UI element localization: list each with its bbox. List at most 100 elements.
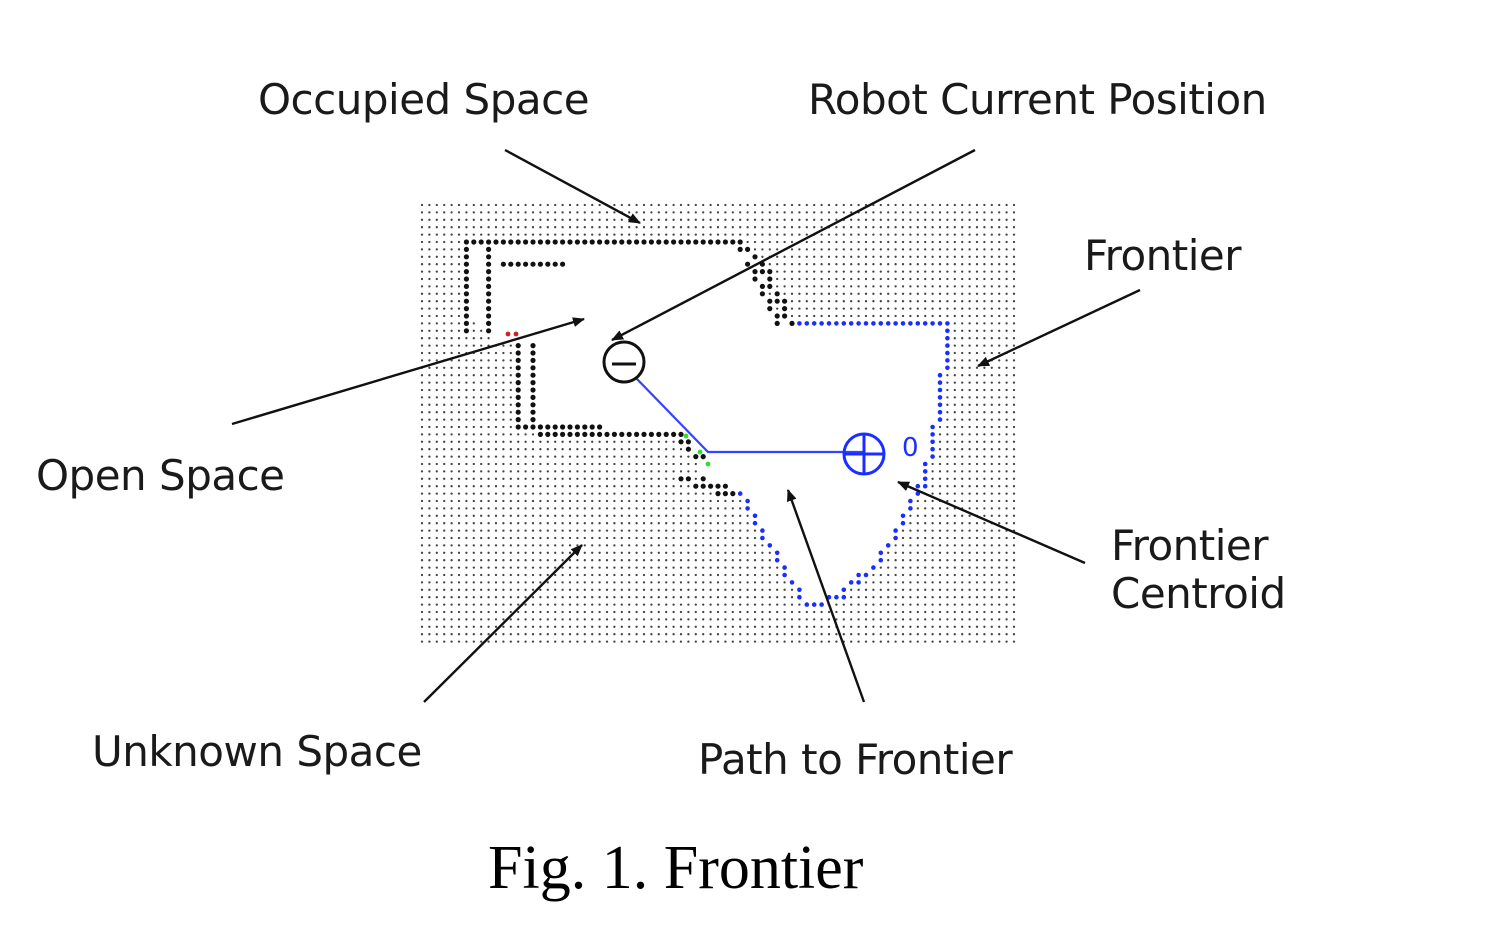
unknown-cell bbox=[827, 203, 831, 207]
unknown-cell bbox=[961, 603, 964, 606]
unknown-cell bbox=[901, 211, 905, 214]
unknown-cell bbox=[465, 448, 468, 451]
unknown-cell bbox=[679, 551, 683, 554]
unknown-cell bbox=[975, 248, 979, 251]
path-to-frontier-label: Path to Frontier bbox=[698, 735, 1013, 784]
unknown-cell bbox=[561, 226, 564, 229]
unknown-cell bbox=[679, 588, 683, 591]
unknown-cell bbox=[642, 507, 646, 510]
unknown-cell bbox=[435, 462, 438, 466]
unknown-cell bbox=[716, 507, 720, 510]
occupied-cell bbox=[708, 239, 714, 245]
unknown-cell bbox=[961, 411, 964, 414]
unknown-cell bbox=[975, 573, 979, 577]
unknown-cell bbox=[450, 411, 453, 414]
unknown-cell bbox=[583, 455, 586, 458]
frontier-cell bbox=[841, 594, 847, 600]
unknown-cell bbox=[509, 603, 512, 606]
unknown-cell bbox=[472, 618, 475, 621]
unknown-cell bbox=[798, 248, 801, 251]
unknown-cell bbox=[531, 610, 535, 614]
unknown-cell bbox=[716, 514, 720, 517]
occupied-cell bbox=[589, 424, 595, 430]
unknown-cell bbox=[546, 470, 549, 473]
unknown-cell bbox=[450, 388, 453, 392]
occupied-cell bbox=[745, 246, 751, 252]
unknown-cell bbox=[975, 433, 979, 436]
unknown-cell bbox=[435, 455, 438, 458]
unknown-cell bbox=[975, 633, 979, 636]
unknown-cell bbox=[739, 536, 742, 540]
unknown-cell bbox=[998, 396, 1001, 399]
unknown-cell bbox=[605, 522, 609, 525]
unknown-cell bbox=[620, 233, 623, 236]
occupied-cell bbox=[515, 394, 521, 400]
unknown-cell bbox=[953, 603, 956, 606]
unknown-cell bbox=[805, 618, 808, 621]
unknown-cell bbox=[472, 499, 475, 503]
unknown-cell bbox=[739, 529, 742, 532]
unknown-cell bbox=[739, 581, 742, 584]
unknown-cell bbox=[931, 470, 934, 473]
unknown-cell bbox=[628, 448, 631, 451]
unknown-cell bbox=[494, 388, 498, 392]
occupied-cell bbox=[589, 431, 595, 437]
unknown-cell bbox=[998, 329, 1001, 332]
unknown-cell bbox=[420, 544, 424, 547]
unknown-cell bbox=[924, 233, 927, 236]
unknown-cell bbox=[487, 559, 490, 562]
unknown-cell bbox=[990, 307, 993, 310]
unknown-cell bbox=[753, 211, 757, 214]
unknown-cell bbox=[657, 440, 660, 443]
unknown-cell bbox=[435, 300, 438, 303]
unknown-cell bbox=[435, 329, 438, 332]
unknown-cell bbox=[554, 618, 557, 621]
unknown-cell bbox=[990, 381, 993, 384]
unknown-cell bbox=[428, 448, 431, 451]
unknown-cell bbox=[864, 633, 868, 636]
unknown-cell bbox=[539, 522, 542, 525]
unknown-cell bbox=[517, 485, 520, 488]
unknown-cell bbox=[968, 233, 971, 236]
unknown-cell bbox=[465, 492, 468, 495]
unknown-cell bbox=[761, 596, 764, 599]
unknown-cell bbox=[953, 544, 956, 547]
occupied-cell bbox=[486, 291, 492, 297]
unknown-cell bbox=[420, 625, 424, 628]
unknown-cell bbox=[620, 603, 623, 606]
occupied-cell bbox=[678, 476, 684, 482]
unknown-cell bbox=[613, 477, 616, 480]
unknown-cell bbox=[502, 566, 505, 569]
unknown-cell bbox=[613, 499, 616, 503]
unknown-cell bbox=[635, 203, 638, 207]
frontier-cell bbox=[871, 565, 876, 570]
unknown-cell bbox=[961, 329, 964, 332]
unknown-cell bbox=[583, 218, 586, 221]
unknown-cell bbox=[450, 507, 453, 510]
unknown-cell bbox=[568, 203, 572, 207]
unknown-cell bbox=[465, 218, 468, 221]
occupied-cell bbox=[515, 372, 521, 378]
unknown-cell bbox=[961, 359, 964, 362]
unknown-cell bbox=[946, 255, 949, 258]
unknown-cell bbox=[554, 633, 557, 636]
unknown-cell bbox=[864, 618, 868, 621]
unknown-cell bbox=[605, 625, 609, 628]
unknown-cell bbox=[480, 559, 483, 562]
unknown-cell bbox=[724, 610, 727, 614]
unknown-cell bbox=[502, 203, 505, 207]
unknown-cell bbox=[1005, 588, 1008, 591]
unknown-cell bbox=[524, 640, 527, 643]
unknown-cell bbox=[709, 203, 712, 207]
unknown-cell bbox=[435, 381, 438, 384]
frontier-cell bbox=[893, 321, 898, 326]
unknown-cell bbox=[443, 477, 446, 480]
unknown-cell bbox=[820, 277, 823, 281]
unknown-cell bbox=[990, 329, 993, 332]
unknown-cell bbox=[975, 499, 979, 503]
unknown-cell bbox=[975, 492, 979, 495]
marker-cells bbox=[505, 331, 711, 467]
occupied-cell bbox=[752, 269, 758, 275]
unknown-cell bbox=[672, 485, 675, 488]
unknown-cell bbox=[768, 226, 771, 229]
